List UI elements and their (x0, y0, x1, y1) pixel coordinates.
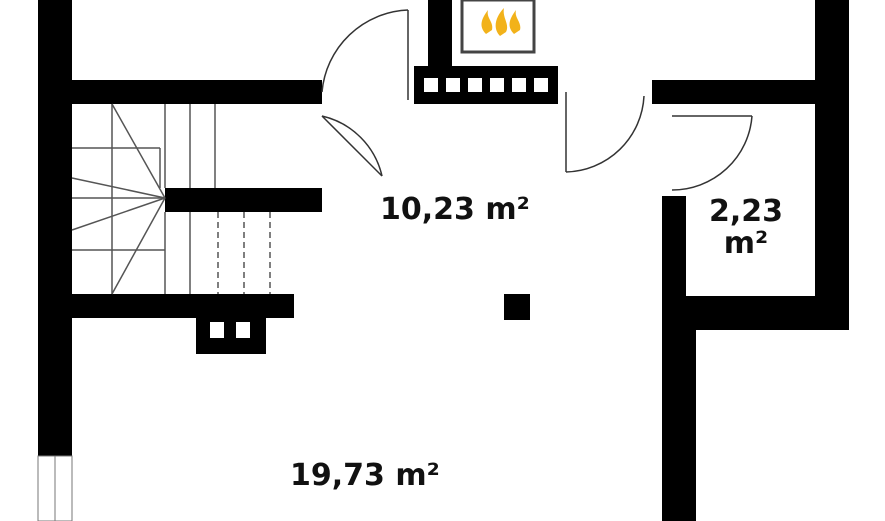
bath-bottom-wall (662, 296, 849, 330)
wall-top-left (72, 80, 322, 104)
room-area-bath-small: 2,23 m² (708, 196, 784, 259)
vent-block (196, 318, 266, 354)
chimney-column (428, 0, 452, 70)
window (37, 455, 73, 521)
flame-icon (481, 8, 521, 36)
door-swings (321, 9, 753, 191)
staircase (71, 103, 271, 295)
left-outer-wall (38, 0, 72, 521)
right-outer-wall (815, 0, 849, 330)
room-area-bath-small-value: 2,23 (708, 194, 784, 229)
wall-top-right (652, 80, 815, 104)
stair-wall-upper (165, 188, 322, 212)
room-area-bath-small-unit: m² (723, 225, 769, 261)
structural-column (504, 294, 530, 320)
stair-wall-lower (72, 294, 294, 318)
room-area-hall: 10,23 m² (380, 192, 530, 227)
flue-openings (424, 78, 548, 92)
living-right-wall (672, 330, 696, 521)
vent-opening-left (210, 322, 224, 338)
vent-opening-right (236, 322, 250, 338)
room-area-living: 19,73 m² (290, 458, 440, 493)
